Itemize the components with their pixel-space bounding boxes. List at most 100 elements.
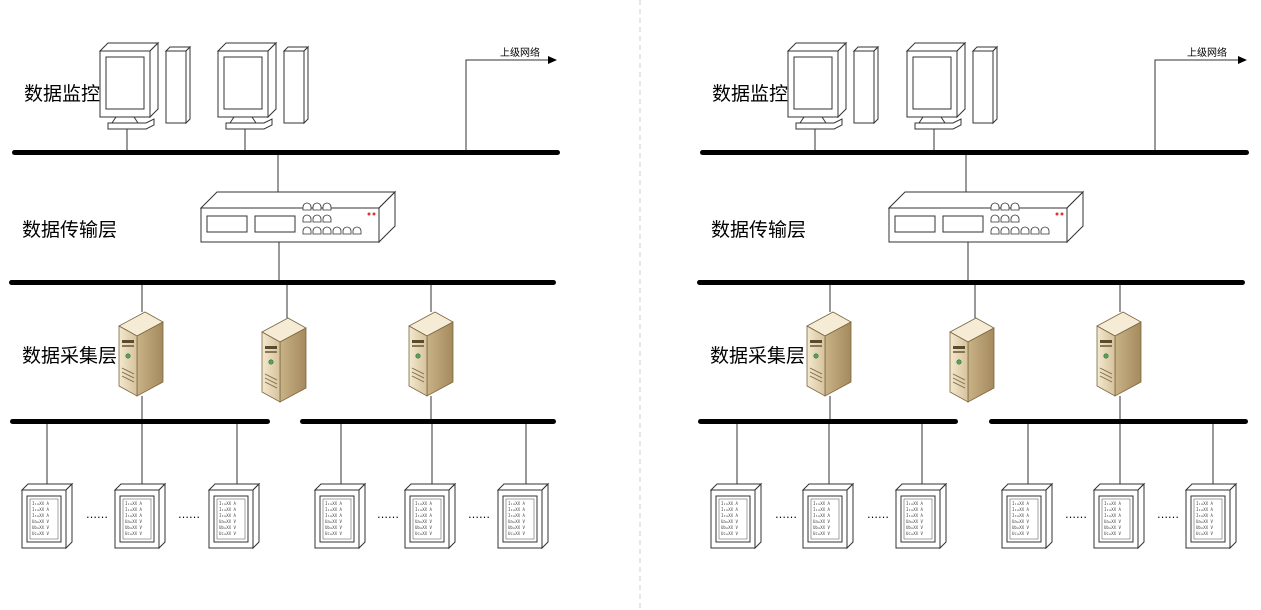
meter-reading-line: Ub=XX V xyxy=(125,525,142,530)
layer-label-transport: 数据传输层 xyxy=(22,219,117,241)
meter-reading-line: Uc=XX V xyxy=(721,531,738,536)
meter-cabinet: I₁=XX AI₂=XX AI₃=XX AUa=XX VUb=XX VUc=XX… xyxy=(114,483,166,549)
arrow-right-icon xyxy=(1238,56,1247,64)
meter-reading-line: I₁=XX A xyxy=(721,501,738,506)
server-icon xyxy=(408,311,454,397)
meter-cabinet: I₁=XX AI₂=XX AI₃=XX AUa=XX VUb=XX VUc=XX… xyxy=(895,483,947,549)
meter-reading-line: I₂=XX A xyxy=(1104,507,1121,512)
meter-reading-line: Ua=XX V xyxy=(508,519,525,524)
meter-reading-line: Ub=XX V xyxy=(1012,525,1029,530)
meter-reading-line: Uc=XX V xyxy=(32,531,49,536)
meter-reading-line: I₃=XX A xyxy=(1012,513,1029,518)
meter-reading-line: I₁=XX A xyxy=(813,501,830,506)
monitor-bus xyxy=(700,150,1249,155)
meter-reading-line: I₁=XX A xyxy=(906,501,923,506)
meter-reading-line: Ua=XX V xyxy=(325,519,342,524)
meter-reading-line: I₃=XX A xyxy=(415,513,432,518)
meter-reading-line: Ub=XX V xyxy=(325,525,342,530)
layer-label-collection: 数据采集层 xyxy=(22,345,117,367)
meter-reading-line: I₂=XX A xyxy=(813,507,830,512)
meter-reading-line: I₃=XX A xyxy=(813,513,830,518)
meter-reading-line: I₁=XX A xyxy=(1196,501,1213,506)
meter-reading-line: Ub=XX V xyxy=(415,525,432,530)
meter-reading-line: Ub=XX V xyxy=(906,525,923,530)
meter-cabinet: I₁=XX AI₂=XX AI₃=XX AUa=XX VUb=XX VUc=XX… xyxy=(21,483,73,549)
meter-reading-line: I₃=XX A xyxy=(125,513,142,518)
panel-left: 数据监控 上级网络 数据传输层 数据采集层 xyxy=(9,42,560,549)
meter-reading-line: Ua=XX V xyxy=(125,519,142,524)
meter-reading-line: I₁=XX A xyxy=(325,501,342,506)
meter-cabinet: I₁=XX AI₂=XX AI₃=XX AUa=XX VUb=XX VUc=XX… xyxy=(710,483,762,549)
workstation-icon xyxy=(906,42,998,130)
meter-cabinet: I₁=XX AI₂=XX AI₃=XX AUa=XX VUb=XX VUc=XX… xyxy=(1093,483,1145,549)
meter-reading-line: I₁=XX A xyxy=(1012,501,1029,506)
ellipsis: …… xyxy=(86,508,108,521)
layer-label-monitor: 数据监控 xyxy=(24,83,100,105)
ellipsis: …… xyxy=(867,508,889,521)
meter-reading-line: Uc=XX V xyxy=(415,531,432,536)
upstream-network-label: 上级网络 xyxy=(1187,46,1227,59)
meter-reading-line: Ua=XX V xyxy=(1104,519,1121,524)
meter-reading-line: I₃=XX A xyxy=(1104,513,1121,518)
meter-reading-line: I₃=XX A xyxy=(721,513,738,518)
field-bus-b xyxy=(989,419,1248,424)
meter-reading-line: I₂=XX A xyxy=(219,507,236,512)
meter-reading-line: Ub=XX V xyxy=(813,525,830,530)
network-switch-icon xyxy=(200,191,396,243)
layer-label-monitor: 数据监控 xyxy=(712,83,788,105)
meter-reading-line: Uc=XX V xyxy=(813,531,830,536)
monitor-bus xyxy=(12,150,560,155)
ellipsis: …… xyxy=(1065,508,1087,521)
ellipsis: …… xyxy=(775,508,797,521)
meter-cabinet: I₁=XX AI₂=XX AI₃=XX AUa=XX VUb=XX VUc=XX… xyxy=(208,483,260,549)
meter-reading-line: Uc=XX V xyxy=(219,531,236,536)
meter-reading-line: I₂=XX A xyxy=(721,507,738,512)
meter-reading-line: Uc=XX V xyxy=(1104,531,1121,536)
meter-reading-line: Ua=XX V xyxy=(906,519,923,524)
meter-cabinet: I₁=XX AI₂=XX AI₃=XX AUa=XX VUb=XX VUc=XX… xyxy=(497,483,549,549)
meter-cabinet: I₁=XX AI₂=XX AI₃=XX AUa=XX VUb=XX VUc=XX… xyxy=(1001,483,1053,549)
meter-reading-line: I₂=XX A xyxy=(32,507,49,512)
meter-reading-line: I₁=XX A xyxy=(219,501,236,506)
meter-reading-line: I₁=XX A xyxy=(415,501,432,506)
field-bus-a xyxy=(10,419,270,424)
meter-reading-line: I₂=XX A xyxy=(508,507,525,512)
meter-reading-line: I₂=XX A xyxy=(1196,507,1213,512)
workstation-icon xyxy=(99,42,191,130)
meter-reading-line: I₁=XX A xyxy=(508,501,525,506)
meter-reading-line: Uc=XX V xyxy=(1196,531,1213,536)
meter-reading-line: Ua=XX V xyxy=(1196,519,1213,524)
meter-reading-line: Uc=XX V xyxy=(906,531,923,536)
meter-cabinet: I₁=XX AI₂=XX AI₃=XX AUa=XX VUb=XX VUc=XX… xyxy=(314,483,366,549)
meter-cabinet: I₁=XX AI₂=XX AI₃=XX AUa=XX VUb=XX VUc=XX… xyxy=(802,483,854,549)
meter-reading-line: I₁=XX A xyxy=(1104,501,1121,506)
workstation-icon xyxy=(217,42,309,130)
meter-reading-line: I₁=XX A xyxy=(125,501,142,506)
arrow-right-icon xyxy=(548,56,557,64)
meter-reading-line: Uc=XX V xyxy=(508,531,525,536)
meter-reading-line: Ub=XX V xyxy=(721,525,738,530)
meter-reading-line: I₂=XX A xyxy=(125,507,142,512)
meter-reading-line: I₃=XX A xyxy=(219,513,236,518)
meter-reading-line: I₃=XX A xyxy=(508,513,525,518)
meter-reading-line: Ub=XX V xyxy=(32,525,49,530)
meter-reading-line: Uc=XX V xyxy=(325,531,342,536)
meter-reading-line: Ua=XX V xyxy=(721,519,738,524)
workstation-icon xyxy=(787,42,879,130)
meter-reading-line: Uc=XX V xyxy=(125,531,142,536)
meter-reading-line: I₃=XX A xyxy=(1196,513,1213,518)
meter-reading-line: Ua=XX V xyxy=(32,519,49,524)
field-bus-b xyxy=(300,419,556,424)
upstream-network-label: 上级网络 xyxy=(500,46,540,59)
meter-reading-line: Ub=XX V xyxy=(1104,525,1121,530)
layer-label-collection: 数据采集层 xyxy=(710,345,805,367)
meter-reading-line: I₂=XX A xyxy=(415,507,432,512)
transport-bus xyxy=(697,280,1245,285)
meter-reading-line: Ua=XX V xyxy=(219,519,236,524)
server-icon xyxy=(261,317,307,403)
meter-reading-line: I₃=XX A xyxy=(32,513,49,518)
meter-reading-line: I₁=XX A xyxy=(32,501,49,506)
meter-reading-line: I₃=XX A xyxy=(906,513,923,518)
meter-reading-line: I₂=XX A xyxy=(906,507,923,512)
